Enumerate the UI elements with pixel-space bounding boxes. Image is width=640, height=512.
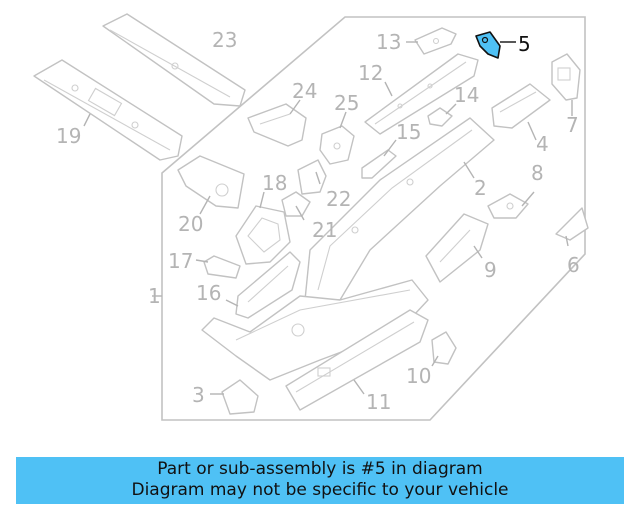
- callout-8: 8: [531, 161, 544, 185]
- callout-23: 23: [212, 28, 237, 52]
- part-18-panel: [235, 205, 291, 265]
- part-4-bracket: [491, 83, 551, 129]
- callout-5: 5: [518, 32, 531, 56]
- callout-3: 3: [192, 383, 205, 407]
- leader-lines: [83, 41, 573, 395]
- part-20-bracket: [177, 155, 245, 209]
- banner-line-2: Diagram may not be specific to your vehi…: [131, 480, 509, 500]
- part-25-bracket: [319, 125, 355, 165]
- part-24-bracket: [247, 103, 307, 147]
- callout-1: 1: [148, 284, 161, 308]
- callout-9: 9: [484, 258, 497, 282]
- part-22-bracket: [297, 159, 327, 195]
- part-9-bracket: [425, 213, 489, 283]
- callout-10: 10: [406, 364, 431, 388]
- part-2-side-rail: [304, 117, 495, 301]
- callout-14: 14: [454, 83, 479, 107]
- callout-labels: 1 2 3 4 5 6 7 8 9 10 11 12 13 14 15 16 1…: [56, 28, 580, 414]
- part-6-bracket: [555, 207, 589, 241]
- part-16-reinforcement: [235, 251, 301, 319]
- callout-21: 21: [312, 218, 337, 242]
- part-15-bracket: [361, 149, 397, 179]
- part-5-bracket-highlighted: [475, 31, 501, 59]
- callout-20: 20: [178, 212, 203, 236]
- callout-12: 12: [358, 61, 383, 85]
- part-23-rail: [102, 13, 246, 107]
- callout-11: 11: [366, 390, 391, 414]
- callout-22: 22: [326, 187, 351, 211]
- callout-19: 19: [56, 124, 81, 148]
- callout-13: 13: [376, 30, 401, 54]
- part-8-bracket: [487, 193, 529, 219]
- part-19-crossmember: [33, 59, 183, 161]
- callout-16: 16: [196, 281, 221, 305]
- part-11-lower-rail: [285, 309, 429, 411]
- part-12-reinforcement: [364, 53, 479, 135]
- callout-25: 25: [334, 91, 359, 115]
- assembly-outline: [161, 16, 586, 421]
- part-3-bracket: [221, 379, 259, 415]
- part-21-bracket: [281, 191, 311, 217]
- banner-line-1: Part or sub-assembly is #5 in diagram: [157, 459, 483, 479]
- callout-7: 7: [566, 113, 579, 137]
- callout-17: 17: [168, 249, 193, 273]
- parts-diagram: 1 2 3 4 5 6 7 8 9 10 11 12 13 14 15 16 1…: [33, 13, 589, 421]
- part-14-clip: [427, 107, 453, 127]
- part-1-floor-frame: [201, 279, 429, 381]
- info-banner: Part or sub-assembly is #5 in diagram Di…: [16, 457, 624, 504]
- callout-24: 24: [292, 79, 317, 103]
- callout-18: 18: [262, 171, 287, 195]
- part-7-bracket: [551, 53, 581, 101]
- callout-15: 15: [396, 120, 421, 144]
- callout-2: 2: [474, 176, 487, 200]
- callout-4: 4: [536, 132, 549, 156]
- callout-6: 6: [567, 253, 580, 277]
- part-17-bracket: [203, 255, 241, 279]
- part-13-bracket: [414, 27, 457, 55]
